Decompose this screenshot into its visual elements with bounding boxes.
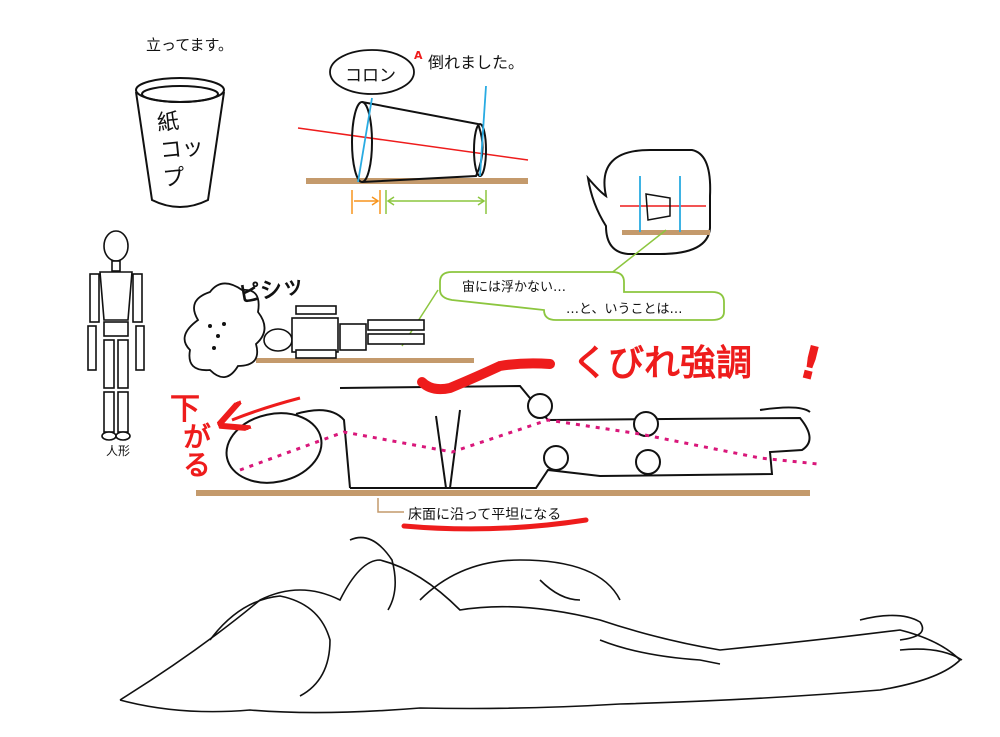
doll-lying [183, 282, 474, 378]
waist-emphasis-label: くびれ強調 [572, 343, 753, 384]
magenta-axis-upper [239, 418, 819, 472]
koron-label: コロン [345, 66, 396, 86]
floor-note-bracket [377, 498, 404, 513]
floor-note-underline [401, 517, 589, 532]
koron-bubble [329, 49, 415, 95]
fallen-cup [297, 49, 529, 214]
orange-bracket [351, 190, 381, 214]
blue-guide-left [357, 97, 373, 183]
fallen-cup-floor [306, 178, 528, 184]
fallen-mark: A [414, 49, 423, 62]
down-label-1: 下 [170, 392, 200, 427]
sleeping-girl-sketch [119, 536, 963, 714]
floor-line [196, 490, 810, 496]
fallen-caption: 倒れました。 [428, 53, 525, 72]
blue-guide-right [479, 85, 487, 177]
cup-thought-bubble [586, 149, 712, 283]
standing-cup [135, 77, 225, 208]
doll-label: 人形 [106, 444, 131, 458]
bubble-line-2: …と、いうことは… [566, 302, 683, 317]
bubble-line-1: 宙には浮かない… [462, 280, 567, 295]
paper-cup-label: 紙 コッ プ [155, 109, 206, 193]
standing-caption: 立ってます。 [146, 36, 234, 54]
red-tilt-line [297, 127, 529, 161]
doll-standing [87, 230, 145, 441]
down-arrow [232, 396, 301, 420]
green-bracket [385, 190, 487, 214]
sleep-cloud [183, 282, 266, 378]
lying-figure-diagram [196, 358, 819, 532]
waist-emphasis-stroke [417, 358, 555, 395]
down-label-2: がる [179, 422, 212, 478]
floor-note: 床面に沿って平坦になる [408, 507, 562, 523]
